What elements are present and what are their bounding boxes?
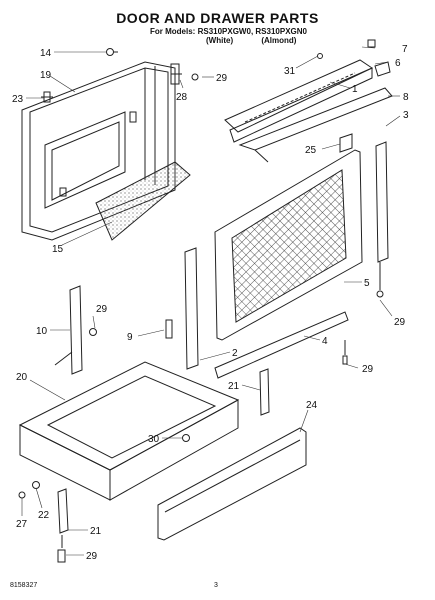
door-bottom-trim bbox=[214, 311, 349, 379]
callout-5: 5 bbox=[364, 278, 370, 289]
callout-1: 1 bbox=[352, 84, 358, 95]
callout-15: 15 bbox=[52, 244, 64, 255]
door-hinge-bracket bbox=[41, 91, 53, 103]
callout-4: 4 bbox=[322, 336, 328, 347]
leader-lines bbox=[21, 46, 401, 556]
drawer-glide-left bbox=[54, 285, 97, 375]
callout-24: 24 bbox=[306, 400, 318, 411]
callout-19: 19 bbox=[40, 70, 52, 81]
callout-25: 25 bbox=[305, 145, 317, 156]
callout-10: 10 bbox=[36, 326, 48, 337]
callout-20: 20 bbox=[16, 372, 28, 383]
callout-14: 14 bbox=[40, 48, 52, 59]
door-hinge bbox=[170, 63, 199, 85]
model-list: For Models: RS310PXGW0, RS310PXGN0 bbox=[150, 27, 307, 36]
callout-29-right-trim: 29 bbox=[394, 317, 406, 328]
document-number: 8158327 bbox=[10, 582, 38, 589]
callout-30: 30 bbox=[148, 434, 160, 445]
callout-29-bottom-trim: 29 bbox=[362, 364, 374, 375]
callout-3: 3 bbox=[403, 110, 409, 121]
storage-drawer bbox=[18, 361, 240, 501]
callout-7: 7 bbox=[402, 44, 408, 55]
side-trim-left bbox=[184, 247, 199, 370]
models-prefix: For Models: bbox=[150, 27, 196, 36]
door-top-trim bbox=[224, 39, 393, 163]
model-almond: RS310PXGN0 bbox=[255, 27, 307, 36]
page-number: 3 bbox=[214, 582, 218, 589]
side-trim-right bbox=[375, 141, 389, 298]
model-white: RS310PXGW0 bbox=[197, 27, 251, 36]
callout-27: 27 bbox=[16, 519, 28, 530]
drawer-front-panel bbox=[157, 427, 307, 541]
callout-29-hinge: 29 bbox=[216, 73, 228, 84]
callout-labels: 14 19 23 15 29 28 31 7 6 1 8 3 25 5 29 4… bbox=[12, 44, 409, 562]
callout-29-lower: 29 bbox=[86, 551, 98, 562]
color-list: (White) (Almond) bbox=[206, 36, 322, 45]
callout-21-upper: 21 bbox=[228, 381, 240, 392]
spacer-9 bbox=[165, 319, 173, 339]
screw-14 bbox=[106, 48, 118, 56]
outer-door-panel bbox=[214, 149, 363, 341]
callout-8: 8 bbox=[403, 92, 409, 103]
color-white: (White) bbox=[206, 36, 234, 45]
callout-9: 9 bbox=[127, 332, 133, 343]
model-separator: , bbox=[250, 27, 256, 36]
inner-door-frame bbox=[21, 61, 176, 241]
page-title: DOOR AND DRAWER PARTS bbox=[116, 10, 319, 26]
color-almond: (Almond) bbox=[261, 36, 297, 45]
callout-28: 28 bbox=[176, 92, 188, 103]
drawer-glide-right bbox=[259, 368, 270, 416]
callout-31: 31 bbox=[284, 66, 296, 77]
callout-6: 6 bbox=[395, 58, 401, 69]
callout-22: 22 bbox=[38, 510, 50, 521]
callout-29-glide: 29 bbox=[96, 304, 108, 315]
callout-2: 2 bbox=[232, 348, 238, 359]
bracket-25 bbox=[339, 133, 353, 153]
callout-23: 23 bbox=[12, 94, 24, 105]
callout-21-lower: 21 bbox=[90, 526, 102, 537]
door-glass-panel bbox=[95, 161, 191, 241]
